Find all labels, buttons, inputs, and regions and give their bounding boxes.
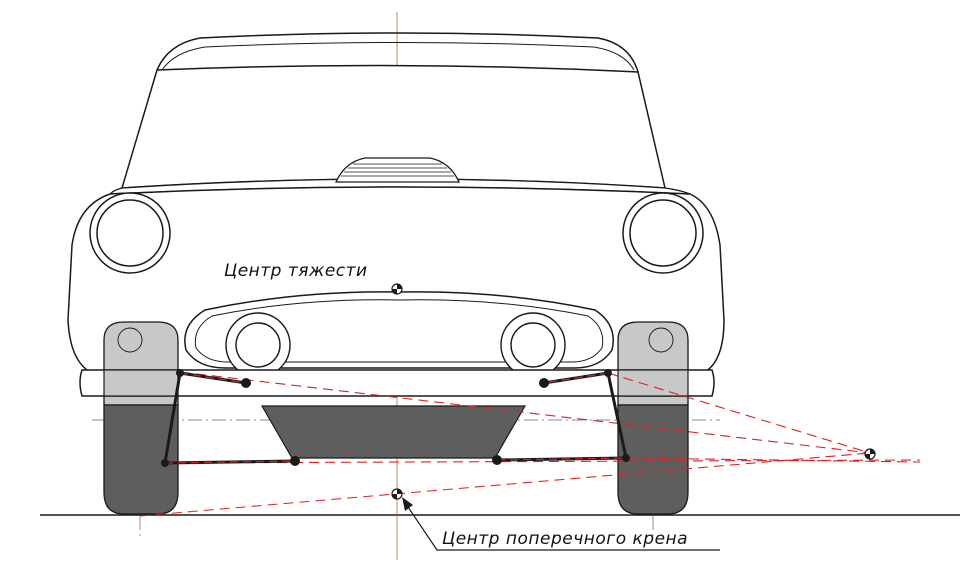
right-headlight [629, 199, 697, 267]
front-bumper [79, 369, 715, 397]
right-fog-light [510, 322, 556, 368]
construction-lines [139, 371, 921, 517]
roll-center-label: Центр поперечного крена [442, 529, 688, 549]
left-headlight [96, 199, 164, 267]
pivot-points [161, 369, 630, 467]
instant-center-marker [864, 448, 876, 460]
roll-center-marker [391, 488, 403, 500]
center-of-gravity-label: Центр тяжести [224, 261, 368, 281]
hood-scoop [334, 157, 461, 183]
roll-center-leader [402, 497, 720, 551]
center-of-gravity-marker [391, 283, 403, 295]
car-roof [156, 32, 639, 73]
right-tire [617, 404, 689, 515]
roof-inner-line [161, 42, 635, 71]
left-fog-light [235, 322, 281, 368]
underbody-panel [260, 405, 527, 459]
